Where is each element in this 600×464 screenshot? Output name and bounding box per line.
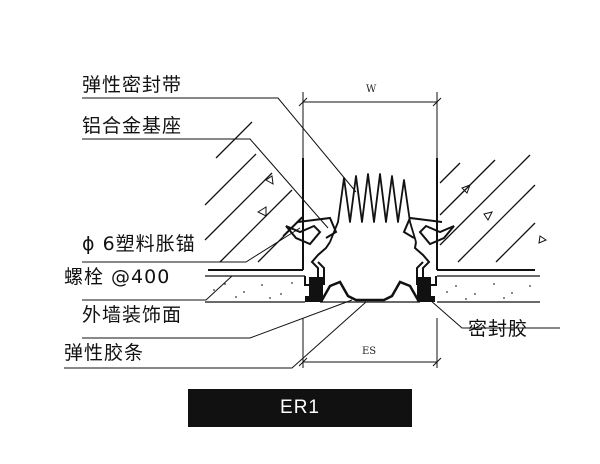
finish-speckles <box>213 282 531 300</box>
wall-faces <box>208 158 535 271</box>
label-wall-finish: 外墙装饰面 <box>82 304 183 326</box>
caption-bar: ER1 <box>188 389 412 427</box>
left-aluminum-base <box>285 216 338 299</box>
sealant-bead-left <box>305 296 323 302</box>
label-anchor-bolt-line2: 螺栓 @400 <box>64 266 171 288</box>
label-aluminum-base: 铝合金基座 <box>82 115 183 137</box>
right-aluminum-base <box>402 216 455 299</box>
dimension-w <box>298 92 442 158</box>
label-sealing-strip: 弹性密封带 <box>82 74 183 96</box>
dimension-es-label: ES <box>362 346 377 357</box>
caption-text: ER1 <box>280 397 320 418</box>
finish-layer <box>205 275 540 303</box>
dimension-w-label: W <box>366 84 377 95</box>
dimension-es <box>298 318 442 368</box>
left-wall-hatch-ticks <box>256 175 274 217</box>
right-wall-hatch-ticks <box>461 184 548 244</box>
right-wall-hatch <box>439 154 536 263</box>
bellows-seal <box>329 173 417 243</box>
leader-lines <box>64 97 560 369</box>
sealant-bead-right <box>417 296 435 302</box>
left-wall-hatch <box>204 121 303 263</box>
label-rubber-strip: 弹性胶条 <box>64 342 145 364</box>
rubber-strip <box>320 280 420 302</box>
label-sealant: 密封胶 <box>468 318 529 340</box>
label-anchor-bolt-line1: ϕ 6塑料胀锚 <box>82 233 196 255</box>
